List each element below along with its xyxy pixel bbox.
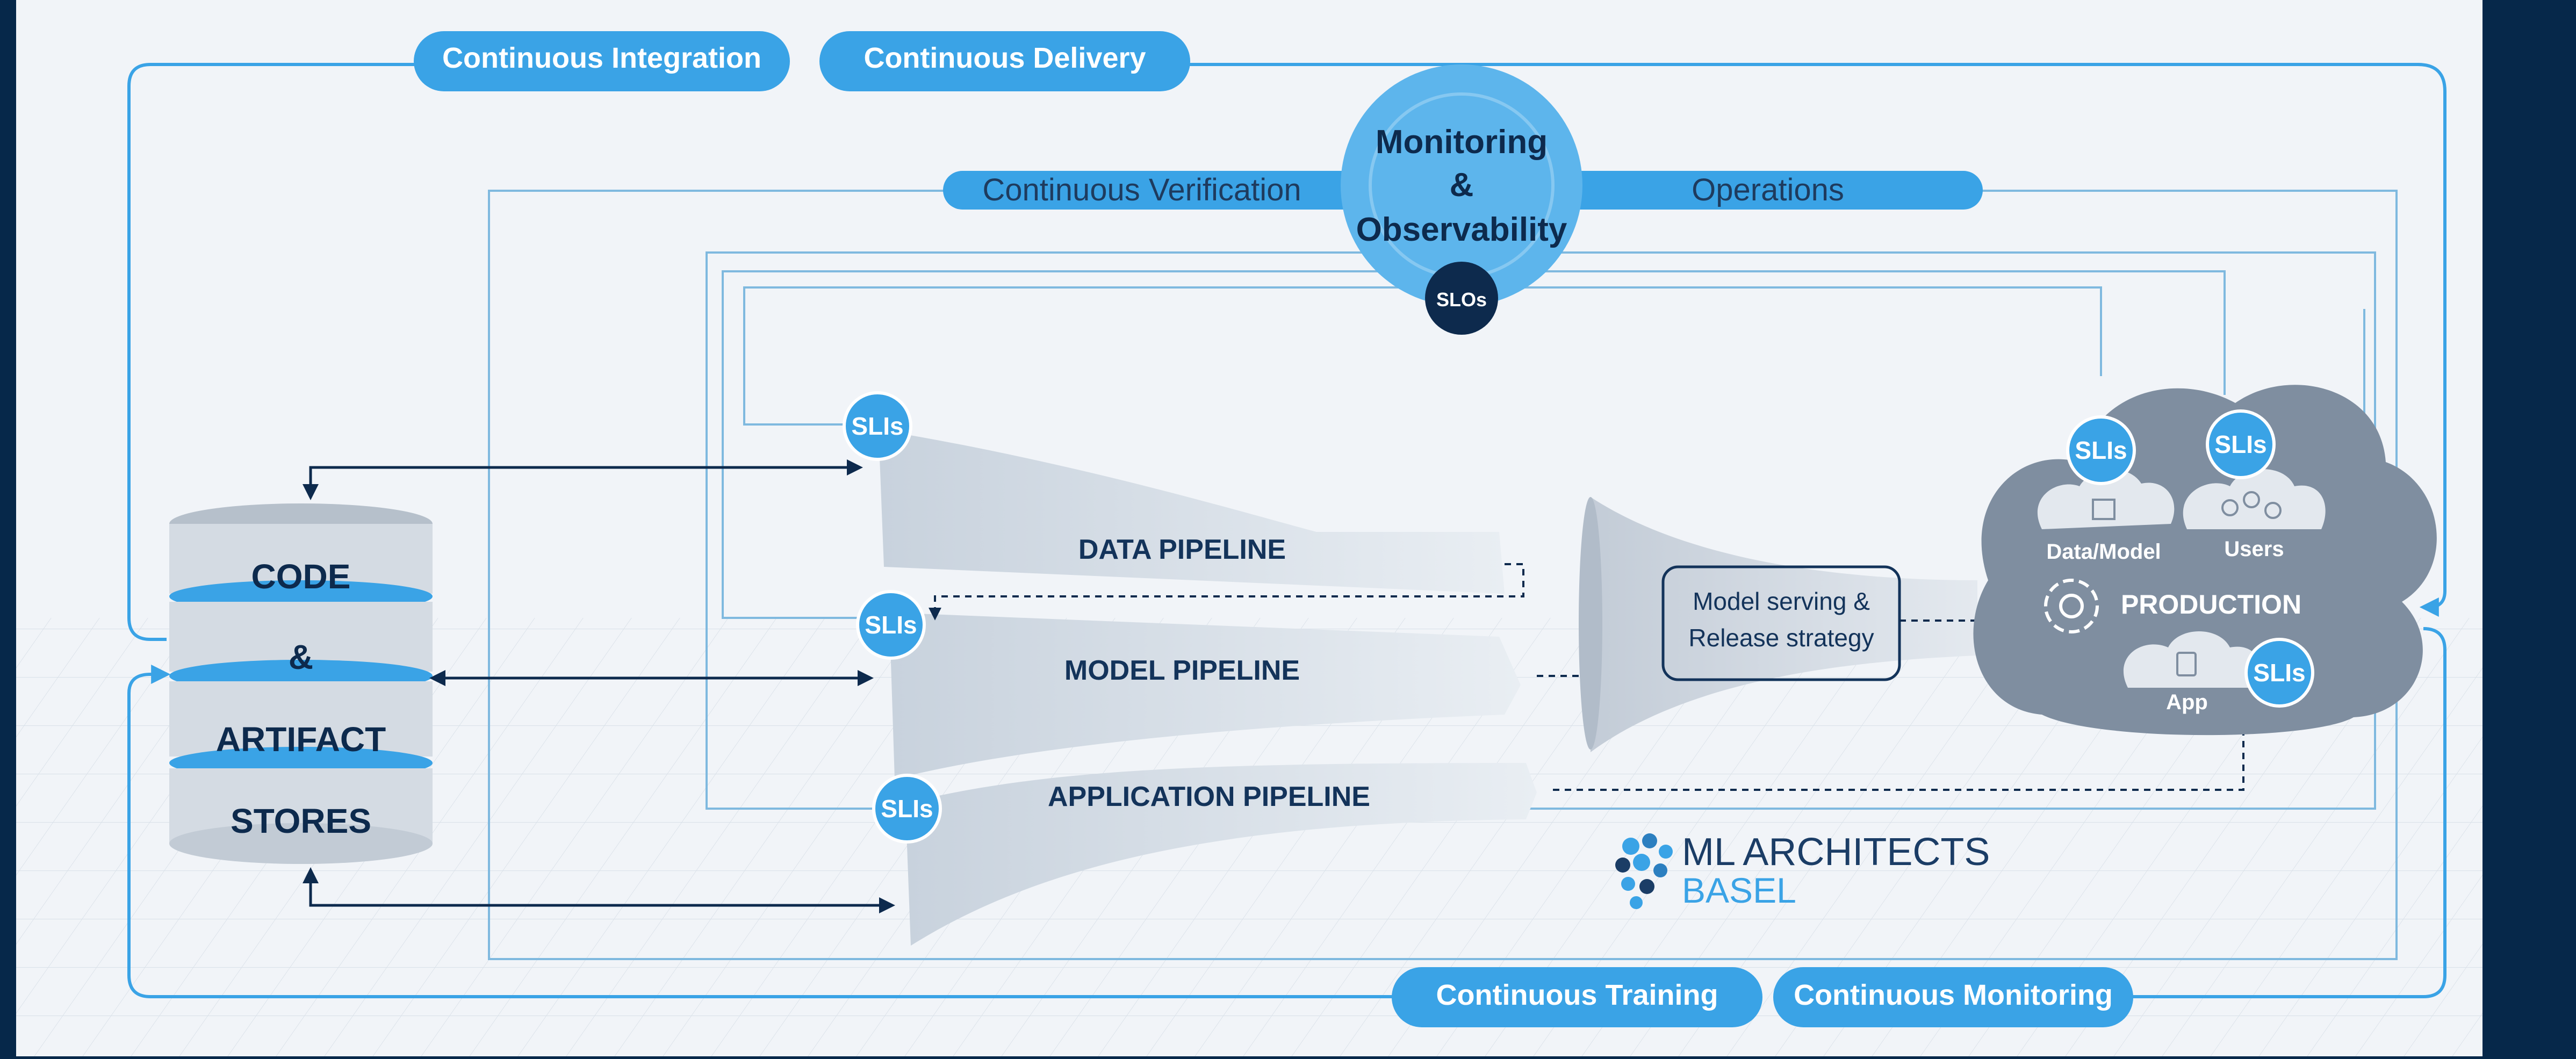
serving-line2: Release strategy xyxy=(1688,624,1874,652)
inner-loop-3 xyxy=(743,286,2102,426)
monitoring-line2: & xyxy=(1450,167,1474,204)
inner-loop-4 xyxy=(722,270,2226,619)
continuous-monitoring-label: Continuous Monitoring xyxy=(1794,979,2113,1011)
sli-badge-model: SLIs xyxy=(856,590,926,660)
users-label: Users xyxy=(2224,537,2284,561)
sli-badge-production-users: SLIs xyxy=(2206,409,2276,479)
sli-badge-data: SLIs xyxy=(843,391,912,461)
operations-label: Operations xyxy=(1692,172,1844,207)
monitoring-line3: Observability xyxy=(1356,211,1567,248)
code-artifact-stores: CODE & ARTIFACT STORES xyxy=(169,503,433,864)
serving-horn: Model serving & Release strategy xyxy=(1579,497,2020,752)
continuous-training-label: Continuous Training xyxy=(1436,979,1718,1011)
model-pipeline-label: MODEL PIPELINE xyxy=(1064,655,1300,686)
store-to-data-arrow xyxy=(303,459,863,500)
data-pipeline-label: DATA PIPELINE xyxy=(1078,534,1286,565)
application-pipeline: APPLICATION PIPELINE xyxy=(905,763,1537,946)
store-line4: STORES xyxy=(231,802,371,840)
model-pipeline: MODEL PIPELINE xyxy=(889,613,1521,779)
store-line3: ARTIFACT xyxy=(216,720,386,759)
sli-badge-production-app: SLIs xyxy=(2244,638,2314,708)
continuous-delivery-label: Continuous Delivery xyxy=(864,42,1146,74)
sli-badge-application: SLIs xyxy=(872,774,942,844)
sli-label: SLIs xyxy=(2214,430,2266,458)
store-line1: CODE xyxy=(251,557,351,596)
data-model-label: Data/Model xyxy=(2046,540,2161,564)
outer-loop-right-bottom xyxy=(2128,627,2447,998)
app-icon xyxy=(2176,652,2197,676)
sli-label: SLIs xyxy=(2075,436,2127,464)
sli-label: SLIs xyxy=(881,795,933,823)
users-cloud-icon xyxy=(2183,469,2326,529)
logo-line2: BASEL xyxy=(1682,870,1796,910)
monitoring-line1: Monitoring xyxy=(1376,124,1548,161)
outer-loop-left-top xyxy=(127,63,419,641)
continuous-verification-label: Continuous Verification xyxy=(982,172,1301,207)
user-icon xyxy=(2264,502,2282,519)
continuous-monitoring-pill: Continuous Monitoring xyxy=(1773,967,2133,1027)
serving-line1: Model serving & xyxy=(1693,587,1870,615)
continuous-delivery-pill: Continuous Delivery xyxy=(819,31,1190,91)
store-line2: & xyxy=(289,638,313,676)
sli-label: SLIs xyxy=(865,611,917,639)
outer-loop-left-bottom xyxy=(127,665,1397,998)
data-to-model-dashed xyxy=(929,563,1524,621)
continuous-training-pill: Continuous Training xyxy=(1392,967,1762,1027)
verification-operations-bar: Continuous Verification Operations xyxy=(943,171,1983,210)
sli-label: SLIs xyxy=(851,412,903,440)
data-pipeline: DATA PIPELINE xyxy=(879,430,1505,594)
app-label: App xyxy=(2166,690,2208,714)
sli-label: SLIs xyxy=(2253,659,2305,687)
model-serving-box xyxy=(1661,565,1901,681)
cog-cycle-icon xyxy=(2044,579,2099,633)
app-cloud-icon xyxy=(2123,631,2261,688)
slos-label: SLOs xyxy=(1436,289,1487,311)
database-icon xyxy=(2092,499,2116,520)
slos-badge xyxy=(1425,262,1498,335)
sli-badge-production-data: SLIs xyxy=(2066,415,2136,485)
monitoring-observability-circle: Monitoring & Observability SLOs xyxy=(1341,64,1582,335)
application-pipeline-label: APPLICATION PIPELINE xyxy=(1048,781,1370,812)
app-to-production-dashed xyxy=(1553,720,2250,791)
continuous-integration-pill: Continuous Integration xyxy=(414,31,790,91)
logo-line1: ML ARCHITECTS xyxy=(1682,831,1990,874)
cog-center xyxy=(2059,594,2084,618)
store-to-app-arrow xyxy=(303,867,895,913)
production-label: PRODUCTION xyxy=(2121,589,2301,619)
continuous-integration-label: Continuous Integration xyxy=(442,42,761,74)
user-icon xyxy=(2243,491,2260,508)
outer-loop-right-top xyxy=(1188,63,2447,617)
user-icon xyxy=(2221,499,2239,516)
ml-architects-logo: ML ARCHITECTS BASEL xyxy=(1615,831,1990,910)
